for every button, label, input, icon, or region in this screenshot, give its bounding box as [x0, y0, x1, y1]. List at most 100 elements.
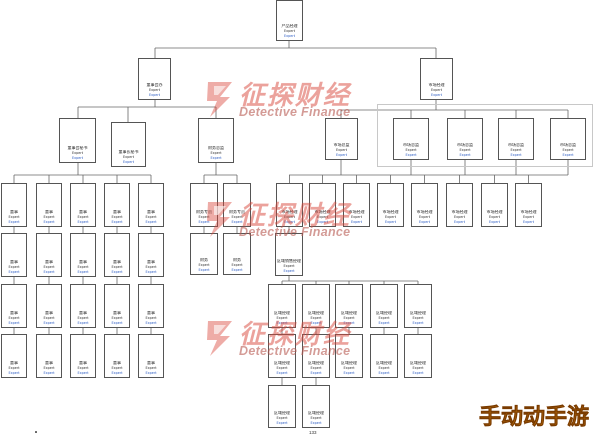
corner-logo[interactable]: 手动动手游: [479, 405, 590, 431]
node-link[interactable]: Expert: [145, 320, 157, 325]
node-link[interactable]: Expert: [310, 370, 322, 375]
node-link[interactable]: Expert: [111, 269, 123, 274]
node-role: Expert: [510, 148, 522, 153]
node-role: Expert: [350, 215, 363, 220]
node-link[interactable]: Expert: [43, 219, 55, 224]
node-link[interactable]: Expert: [122, 159, 135, 164]
node-link[interactable]: Expert: [522, 219, 535, 224]
node-link[interactable]: Expert: [43, 269, 55, 274]
node-link[interactable]: Expert: [430, 92, 443, 97]
node-link[interactable]: Expert: [283, 268, 295, 273]
node-link[interactable]: Expert: [405, 152, 417, 157]
node-link[interactable]: Expert: [418, 219, 431, 224]
node-link[interactable]: Expert: [198, 219, 210, 224]
node-link[interactable]: Expert: [8, 269, 20, 274]
node-link[interactable]: Expert: [378, 370, 390, 375]
node-link[interactable]: Expert: [310, 320, 322, 325]
node-link[interactable]: Expert: [77, 269, 89, 274]
node-role: Expert: [43, 316, 55, 321]
node-title: 市场经理: [382, 210, 399, 215]
node-role: Expert: [145, 215, 157, 220]
node-role: Expert: [283, 215, 296, 220]
node-link[interactable]: Expert: [343, 370, 355, 375]
node-link[interactable]: Expert: [283, 219, 296, 224]
node-link[interactable]: Expert: [459, 152, 471, 157]
node-link[interactable]: Expert: [148, 92, 161, 97]
node-link[interactable]: Expert: [8, 219, 20, 224]
node-title: 财务专员: [229, 210, 245, 215]
node-link[interactable]: Expert: [276, 420, 288, 425]
node-link[interactable]: Expert: [378, 320, 390, 325]
node-link[interactable]: Expert: [43, 370, 55, 375]
node-title: 区域经理: [341, 361, 357, 366]
node-link[interactable]: Expert: [562, 152, 574, 157]
node-role: Expert: [77, 265, 89, 270]
node-link[interactable]: Expert: [231, 219, 243, 224]
node-link[interactable]: Expert: [71, 155, 84, 160]
node-link[interactable]: Expert: [412, 370, 424, 375]
node-title: 区域经理: [376, 361, 392, 366]
node-link[interactable]: Expert: [210, 155, 222, 160]
node-link[interactable]: Expert: [310, 420, 322, 425]
node-link[interactable]: Expert: [350, 219, 363, 224]
node-link[interactable]: Expert: [412, 320, 424, 325]
node-link[interactable]: Expert: [316, 219, 329, 224]
node-link[interactable]: Expert: [488, 219, 501, 224]
node-title: 市场经理: [416, 210, 433, 215]
node-role: Expert: [77, 215, 89, 220]
node-link[interactable]: Expert: [77, 320, 89, 325]
node-link[interactable]: Expert: [8, 370, 20, 375]
node-role: Expert: [310, 416, 322, 421]
node-link[interactable]: Expert: [283, 33, 296, 38]
node-title: 董事: [113, 361, 121, 366]
node-title: 市场总监: [333, 143, 350, 148]
node-link[interactable]: Expert: [384, 219, 397, 224]
node-link[interactable]: Expert: [343, 320, 355, 325]
node-title: 财务总监: [208, 146, 224, 151]
node-title: 董事: [10, 361, 18, 366]
node-link[interactable]: Expert: [77, 370, 89, 375]
node-role: Expert: [43, 265, 55, 270]
node-title: 董事: [79, 311, 87, 316]
node-link[interactable]: Expert: [231, 267, 243, 272]
node-link[interactable]: Expert: [510, 152, 522, 157]
node-link[interactable]: Expert: [276, 320, 288, 325]
node-link[interactable]: Expert: [145, 219, 157, 224]
node-title: 市场总监: [508, 143, 524, 148]
node-role: Expert: [198, 215, 210, 220]
node-link[interactable]: Expert: [77, 219, 89, 224]
node-link[interactable]: Expert: [111, 370, 123, 375]
node-link[interactable]: Expert: [198, 267, 210, 272]
node-link[interactable]: Expert: [453, 219, 466, 224]
node-title: 董事: [79, 260, 87, 265]
node-role: Expert: [122, 155, 135, 160]
node-link[interactable]: Expert: [145, 269, 157, 274]
node-role: Expert: [111, 366, 123, 371]
page-number: 133: [309, 430, 317, 435]
node-title: 区域经理: [308, 311, 324, 316]
node-link[interactable]: Expert: [43, 320, 55, 325]
node-link[interactable]: Expert: [335, 152, 348, 157]
node-link[interactable]: Expert: [145, 370, 157, 375]
node-link[interactable]: Expert: [276, 370, 288, 375]
node-link[interactable]: Expert: [111, 219, 123, 224]
node-link[interactable]: Expert: [8, 320, 20, 325]
node-link[interactable]: Expert: [111, 320, 123, 325]
